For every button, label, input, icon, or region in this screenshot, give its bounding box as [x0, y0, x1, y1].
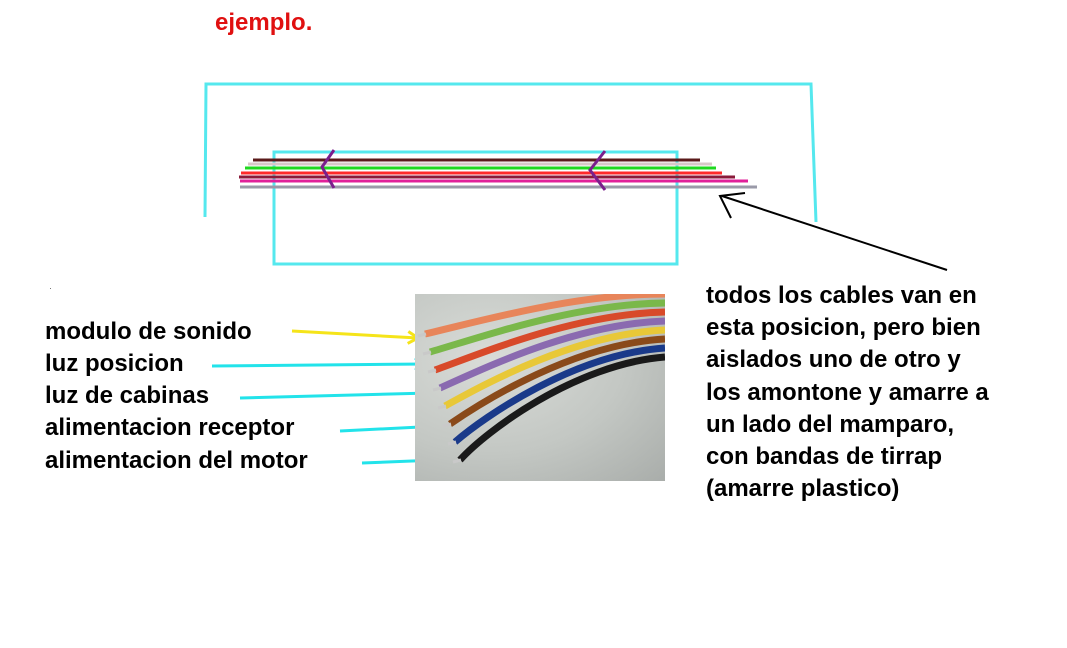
photo-cable: [448, 335, 665, 427]
outer-enclosure: [203, 82, 818, 223]
stray-dot: [50, 288, 51, 289]
label-alimentacion-receptor: alimentacion receptor: [45, 414, 295, 441]
note-line: los amontone y amarre a: [706, 378, 989, 406]
note-pointer-arrow: [718, 192, 948, 271]
cable-tip: [452, 458, 462, 464]
label-luz-cabinas: luz de cabinas: [45, 382, 210, 409]
label-pointer-arrow: [239, 385, 433, 401]
photo-cable: [429, 299, 665, 356]
inner-box: [272, 150, 679, 266]
cable-tip: [417, 332, 427, 338]
explanation-note: todos los cables van en esta posicion, p…: [706, 280, 1056, 505]
page-title: ejemplo.: [215, 9, 313, 36]
cable-tip: [442, 422, 452, 428]
tie-mark-left: [320, 149, 336, 189]
photo-cable: [438, 317, 665, 392]
note-line: con bandas de tirrap: [706, 443, 943, 471]
photo-cable: [452, 344, 665, 445]
note-line: (amarre plastico): [706, 475, 900, 503]
cable-tip: [422, 350, 432, 356]
photo-cable: [457, 353, 665, 463]
cables-photo-art: [417, 294, 665, 464]
label-luz-posicion: luz posicion: [45, 350, 184, 377]
tie-mark-right: [588, 150, 607, 191]
label-pointer-arrow: [291, 329, 421, 345]
cables-photo: [415, 294, 665, 481]
cable-tip: [427, 368, 437, 374]
label-pointer-arrow: [211, 356, 428, 372]
photo-cable: [424, 294, 665, 338]
note-line: todos los cables van en: [706, 282, 977, 309]
wire-bundle: [239, 158, 757, 189]
cable-tip: [447, 440, 457, 446]
cable-tip: [437, 404, 447, 410]
note-line: un lado del mamparo,: [706, 410, 955, 438]
label-modulo-sonido: modulo de sonido: [45, 318, 252, 345]
cable-tip: [432, 386, 442, 392]
note-line: esta posicion, pero bien: [706, 314, 981, 342]
label-alimentacion-motor: alimentacion del motor: [45, 447, 308, 474]
photo-cable: [433, 308, 665, 374]
photo-cable: [443, 326, 665, 410]
note-line: aislados uno de otro y: [706, 346, 961, 374]
